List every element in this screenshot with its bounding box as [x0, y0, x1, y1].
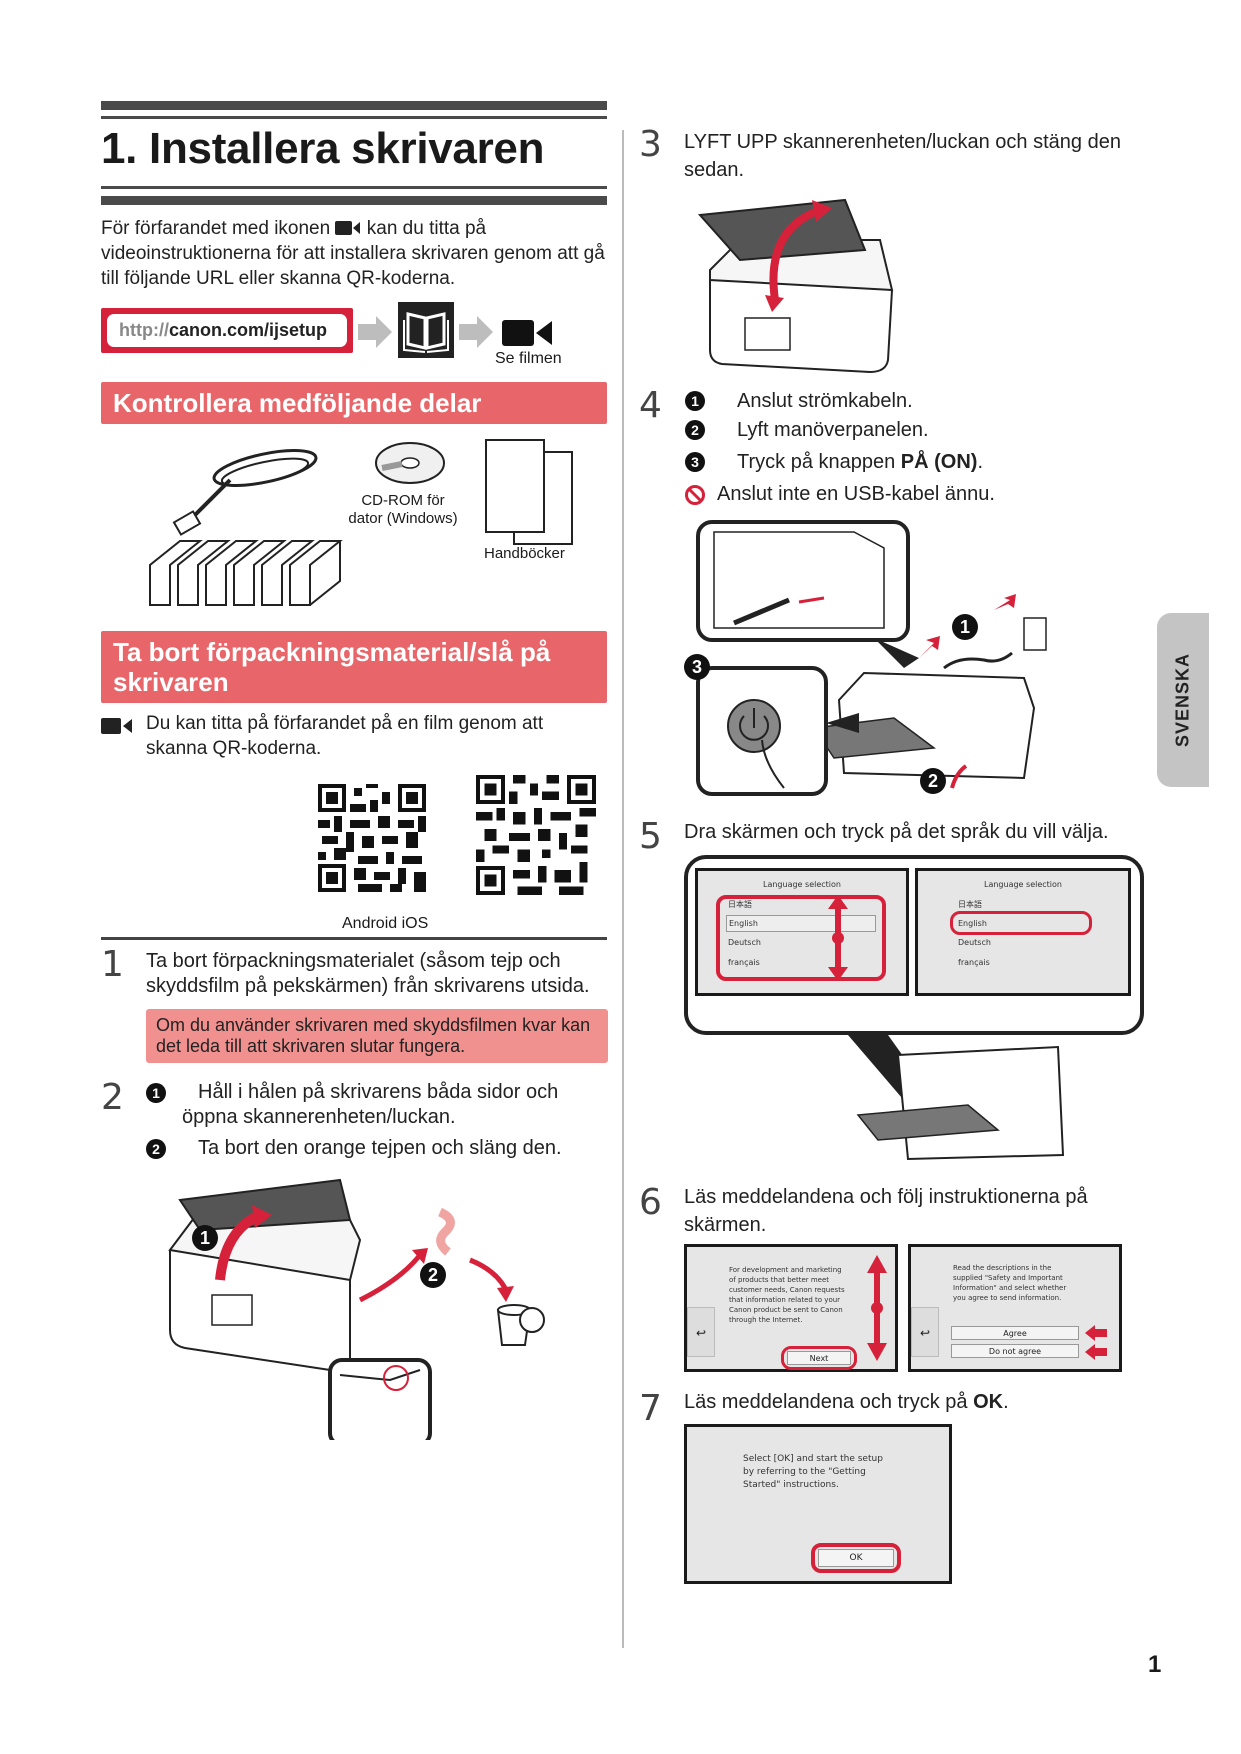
step-number: 2 — [101, 1077, 124, 1118]
step-2-item-1: Håll i hålen på skrivarens båda sidor oc… — [182, 1081, 559, 1128]
step-number: 4 — [639, 385, 662, 426]
step-divider — [101, 937, 607, 940]
step-number: 1 — [101, 944, 124, 985]
step-number: 7 — [639, 1388, 662, 1429]
step-4-item-1: Anslut strömkabeln. — [737, 390, 913, 412]
illustration-marker-1: 1 — [192, 1225, 218, 1251]
arrow-left-icon — [1085, 1344, 1107, 1360]
next-button[interactable]: Next — [787, 1351, 851, 1365]
language-option[interactable]: 日本語 — [728, 900, 752, 909]
cd-rom-label: CD-ROM för dator (Windows) — [348, 492, 458, 527]
manuals-label: Handböcker — [484, 545, 565, 562]
connect-power-illustration — [694, 518, 1074, 803]
title-rule-top-thin — [101, 116, 607, 119]
intro-text: För förfarandet med ikonen kan du titta … — [101, 218, 605, 289]
step-5-text: Dra skärmen och tryck på det språk du vi… — [684, 821, 1109, 843]
marker-3-icon: 3 — [685, 452, 705, 472]
warning-note: Om du använder skrivaren med skyddsfilme… — [146, 1009, 608, 1063]
illustration-marker-1: 1 — [952, 614, 978, 640]
scroll-arrows-icon — [828, 895, 848, 981]
video-note: Du kan titta på förfarandet på en film g… — [146, 713, 544, 759]
highlight-ring — [716, 895, 886, 981]
step-1-text: Ta bort förpackningsmaterialet (såsom te… — [146, 950, 590, 997]
usb-warning-text: Anslut inte en USB-kabel ännu. — [717, 483, 995, 505]
ok-button[interactable]: OK — [818, 1549, 894, 1567]
language-screen-scroll: Language selection 日本語 English Deutsch f… — [695, 868, 909, 996]
language-option[interactable]: Deutsch — [728, 938, 761, 947]
setup-url-link[interactable]: http://canon.com/ijsetup — [107, 314, 347, 347]
manuals-illustration — [484, 438, 576, 553]
agree-button[interactable]: Agree — [951, 1326, 1079, 1340]
page-number: 1 — [1148, 1651, 1162, 1678]
column-divider — [622, 130, 624, 1648]
qr-platform-label: Android iOS — [342, 915, 429, 932]
cd-rom-icon — [372, 438, 448, 493]
language-option[interactable]: Deutsch — [958, 938, 991, 947]
language-tab[interactable]: SVENSKA — [1157, 613, 1209, 787]
setup-ok-screen: Select [OK] and start the setup by refer… — [684, 1424, 952, 1584]
marker-2-icon: 2 — [685, 420, 705, 440]
send-info-screen: ↩ Read the descriptions in the supplied … — [908, 1244, 1122, 1372]
highlight-ring — [811, 1543, 901, 1573]
step-4-item-3: Tryck på knappen PÅ (ON). — [737, 451, 984, 473]
qr-code-ios[interactable] — [476, 775, 596, 895]
illustration-marker-2: 2 — [420, 1262, 446, 1288]
language-screen-select: Language selection 日本語 English Deutsch f… — [915, 868, 1131, 996]
section-header-contents: Kontrollera medföljande delar — [101, 382, 607, 424]
step-4-item-2: Lyft manöverpanelen. — [737, 419, 929, 441]
section-header-unpack: Ta bort förpackningsmaterial/slå på skri… — [101, 631, 607, 703]
step-6-text: Läs meddelandena och följ instruktionern… — [684, 1186, 1088, 1236]
setup-url-box[interactable]: http://canon.com/ijsetup — [101, 308, 353, 353]
printer-with-screen-illustration — [848, 1035, 1068, 1170]
illustration-marker-3: 3 — [684, 654, 710, 680]
lift-scanner-illustration — [680, 190, 910, 380]
language-option[interactable]: français — [958, 958, 990, 967]
qr-code-android[interactable] — [318, 783, 426, 893]
step-3-text: LYFT UPP skannerenheten/luckan och stäng… — [684, 131, 1121, 181]
back-button[interactable]: ↩ — [687, 1307, 715, 1357]
arrow-right-icon — [358, 314, 394, 355]
manual-book-icon — [398, 302, 454, 358]
step-2-item-2: Ta bort den orange tejpen och släng den. — [198, 1137, 562, 1159]
send-info-message: Read the descriptions in the supplied "S… — [953, 1264, 1067, 1302]
step-7-text: Läs meddelandena och tryck på OK. — [684, 1391, 1009, 1413]
highlight-ring — [950, 911, 1092, 935]
arrow-left-icon — [1085, 1325, 1107, 1341]
language-option[interactable]: 日本語 — [958, 900, 982, 909]
prohibited-icon — [684, 484, 706, 511]
language-option[interactable]: français — [728, 958, 760, 967]
step-number: 6 — [639, 1182, 662, 1223]
title-rule-bottom-thick — [101, 196, 607, 205]
video-camera-icon — [335, 218, 361, 235]
screen-title: Language selection — [763, 880, 841, 889]
step-number: 3 — [639, 124, 662, 165]
marker-2-icon: 2 — [146, 1139, 166, 1159]
page-title: 1. Installera skrivaren — [101, 124, 545, 173]
title-rule-top-thick — [101, 101, 607, 110]
see-film-label: Se filmen — [495, 350, 562, 367]
setup-message: Select [OK] and start the setup by refer… — [743, 1454, 883, 1490]
power-cord-illustration — [170, 440, 320, 545]
back-button[interactable]: ↩ — [911, 1307, 939, 1357]
illustration-marker-2: 2 — [920, 768, 946, 794]
ink-cartridges-illustration — [130, 535, 350, 620]
language-option[interactable]: English — [958, 919, 987, 928]
scroll-arrows-icon — [867, 1255, 887, 1361]
title-rule-bottom-thin — [101, 186, 607, 189]
step-number: 5 — [639, 816, 662, 857]
marker-1-icon: 1 — [146, 1083, 166, 1103]
do-not-agree-button[interactable]: Do not agree — [951, 1344, 1079, 1358]
video-camera-icon[interactable] — [502, 318, 554, 353]
data-consent-screen: ↩ For development and marketing of produ… — [684, 1244, 898, 1372]
open-scanner-remove-tape-illustration — [140, 1170, 560, 1447]
video-camera-icon — [101, 717, 133, 740]
consent-message: For development and marketing of product… — [729, 1266, 845, 1324]
screen-title: Language selection — [984, 880, 1062, 889]
highlight-ring — [781, 1346, 857, 1370]
marker-1-icon: 1 — [685, 391, 705, 411]
arrow-right-icon — [459, 314, 495, 355]
